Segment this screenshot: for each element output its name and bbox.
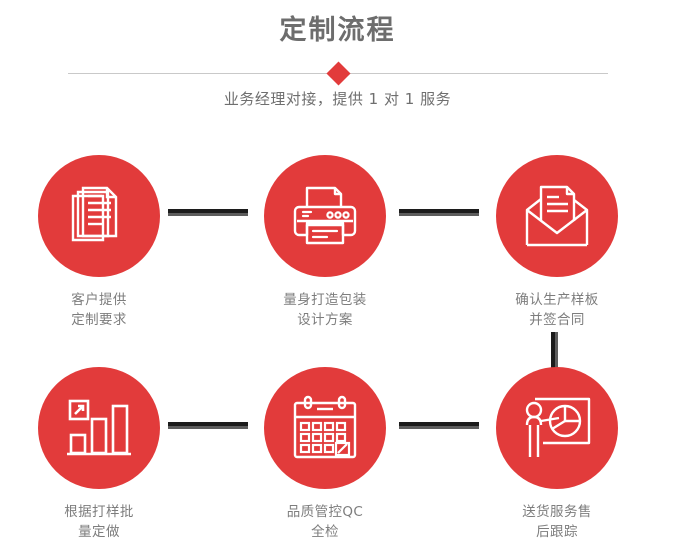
connector-shadow (168, 213, 248, 216)
page-title: 定制流程 (279, 15, 396, 46)
flow-step-5[interactable]: 品质管控QC 全检 (245, 367, 405, 542)
flow-step-4-circle[interactable] (38, 367, 160, 489)
connector-step2-step3 (399, 209, 479, 216)
connector-step1-step2 (168, 209, 248, 216)
flow-step-3-circle[interactable] (496, 155, 618, 277)
flow-step-1-circle[interactable] (38, 155, 160, 277)
flow-step-2-label: 量身打造包装 设计方案 (283, 292, 367, 328)
connector-shadow (168, 426, 248, 429)
flow-step-1[interactable]: 客户提供 定制要求 (19, 155, 179, 330)
flow-step-3[interactable]: 确认生产样板 并签合同 (477, 155, 637, 330)
flow-step-4[interactable]: 根据打样批 量定做 (19, 367, 179, 542)
calendar-check-icon (293, 395, 357, 459)
connector-step5-step6 (399, 422, 479, 429)
connector-bar (551, 332, 555, 370)
flow-step-2-circle[interactable] (264, 155, 386, 277)
presenter-pie-chart-icon (525, 397, 591, 457)
connector-bar (168, 209, 248, 213)
flow-step-4-label: 根据打样批 量定做 (64, 504, 134, 540)
flow-step-6[interactable]: 送货服务售 后跟踪 (477, 367, 637, 542)
connector-bar (399, 209, 479, 213)
connector-shadow (399, 213, 479, 216)
connector-step3-step6 (551, 332, 558, 370)
flow-step-5-label: 品质管控QC 全检 (286, 504, 364, 540)
connector-bar (168, 422, 248, 426)
flow-step-3-label: 确认生产样板 并签合同 (515, 292, 599, 328)
flow-step-6-circle[interactable] (496, 367, 618, 489)
bar-chart-growth-icon (67, 399, 131, 456)
connector-step4-step5 (168, 422, 248, 429)
header-section: 定制流程 业务经理对接，提供 1 对 1 服务 (0, 0, 675, 130)
page-subtitle: 业务经理对接，提供 1 对 1 服务 (223, 90, 452, 108)
flow-step-5-circle[interactable] (264, 367, 386, 489)
connector-shadow (399, 426, 479, 429)
open-envelope-document-icon (525, 185, 589, 247)
connector-bar (399, 422, 479, 426)
documents-stack-icon (71, 186, 118, 242)
header-divider (68, 61, 608, 86)
flow-step-1-label: 客户提供 定制要求 (71, 292, 127, 328)
flow-step-2[interactable]: 量身打造包装 设计方案 (245, 155, 405, 330)
flow-step-6-label: 送货服务售 后跟踪 (522, 504, 592, 540)
connector-shadow (555, 332, 558, 370)
printer-icon (293, 186, 357, 245)
